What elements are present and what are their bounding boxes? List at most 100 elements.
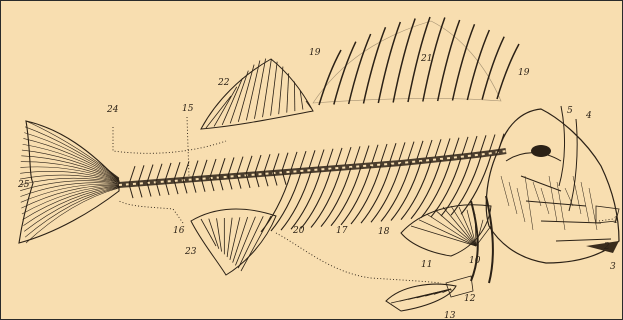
skull-hatch-line xyxy=(541,188,549,214)
soft-dorsal-ray xyxy=(287,73,289,112)
dorsal-spine xyxy=(334,42,356,105)
neural-spine xyxy=(480,135,486,153)
callout-21: 21 xyxy=(420,54,432,64)
skull-hatch-line xyxy=(509,182,517,214)
dorsal-spine xyxy=(364,27,386,103)
skull xyxy=(486,106,619,263)
tail-fin-ray xyxy=(24,187,119,231)
callout-10: 10 xyxy=(469,256,481,266)
neural-spine xyxy=(273,153,279,171)
callout-19-top: 19 xyxy=(309,48,321,58)
tail-fin-ray xyxy=(26,188,119,243)
callout-20: 20 xyxy=(292,226,305,236)
vertebral-column xyxy=(119,134,506,198)
neural-spine xyxy=(336,148,342,166)
callout-labels: 1 2 3 4 5 10 11 12 13 15 16 17 18 19 19 … xyxy=(17,48,619,319)
skull-hatch-line xyxy=(549,176,557,222)
neural-spine xyxy=(345,147,351,165)
neural-spine xyxy=(201,160,207,178)
neural-spine xyxy=(444,138,450,156)
neural-spine xyxy=(363,146,369,164)
callout-12: 12 xyxy=(464,294,476,304)
dorsal-spine xyxy=(378,22,400,103)
tail-fin-ray xyxy=(25,188,119,238)
neural-spine xyxy=(435,139,441,157)
anal-fin xyxy=(191,209,276,275)
callout-5: 5 xyxy=(567,106,573,116)
dorsal-spine xyxy=(349,34,371,104)
callout-24: 24 xyxy=(106,105,119,115)
leader-lines xyxy=(113,117,613,283)
pectoral-fin-ray xyxy=(427,214,476,246)
neural-spine xyxy=(471,136,477,154)
neural-spine xyxy=(354,146,360,164)
callout-25: 25 xyxy=(17,180,30,190)
neural-spine xyxy=(426,140,432,158)
callout-23: 23 xyxy=(184,247,197,257)
skull-hatch-line xyxy=(573,176,581,214)
neural-spine xyxy=(462,137,468,155)
neural-spine xyxy=(417,141,423,159)
neural-spine xyxy=(237,157,243,175)
neural-spine xyxy=(282,153,288,171)
soft-dorsal-fin xyxy=(201,59,313,129)
soft-dorsal-ray xyxy=(214,87,237,127)
soft-dorsal-ray xyxy=(271,62,278,116)
skull-hatch-line xyxy=(517,188,525,222)
callout-11: 11 xyxy=(421,260,432,270)
skull-hatch-line xyxy=(525,176,533,230)
callout-17: 17 xyxy=(336,226,348,236)
soft-dorsal-ray xyxy=(306,101,311,108)
pelvic-fin xyxy=(386,284,456,311)
tail-fin-ray xyxy=(20,183,119,197)
callout-16: 16 xyxy=(173,226,185,236)
neural-spine xyxy=(228,157,234,175)
callout-3: 3 xyxy=(610,262,616,272)
neural-spine xyxy=(264,154,270,172)
callout-15: 15 xyxy=(182,104,194,114)
neural-spine xyxy=(300,151,306,169)
dorsal-spine xyxy=(319,50,341,105)
neural-spine xyxy=(246,156,252,174)
soft-dorsal-ray xyxy=(230,71,248,124)
spiny-dorsal-fin xyxy=(313,17,519,105)
anal-fin-ray xyxy=(217,218,222,251)
neural-spine xyxy=(399,142,405,160)
dorsal-spine xyxy=(453,24,475,100)
dorsal-spine xyxy=(497,44,519,99)
callout-18: 18 xyxy=(378,227,390,237)
neural-spine xyxy=(372,145,378,163)
neural-spine xyxy=(210,159,216,177)
callout-22: 22 xyxy=(217,78,230,88)
callout-1: 1 xyxy=(613,216,619,226)
caudal-fin xyxy=(19,121,119,243)
pectoral-fin-ray xyxy=(435,210,476,246)
neural-spine xyxy=(291,152,297,170)
skull-hatch-line xyxy=(581,182,589,222)
skull-hatch-line xyxy=(557,182,565,230)
neural-spine xyxy=(255,155,261,173)
neural-spine xyxy=(381,144,387,162)
neural-spine xyxy=(318,150,324,168)
dorsal-spine xyxy=(482,37,504,100)
neural-spine xyxy=(192,161,198,179)
anal-fin-ray xyxy=(227,218,232,257)
skull-hatch-line xyxy=(501,176,509,206)
neural-spine xyxy=(219,158,225,176)
neural-spine xyxy=(453,138,459,156)
skull-hatch-line xyxy=(565,188,573,206)
soft-dorsal-ray xyxy=(279,67,283,115)
callout-13: 13 xyxy=(444,311,456,319)
neural-spine xyxy=(390,143,396,161)
neural-spine xyxy=(327,149,333,167)
neural-spine xyxy=(408,142,414,160)
callout-19-right: 19 xyxy=(518,68,530,78)
pectoral-fin-ray xyxy=(411,226,476,246)
callout-2: 2 xyxy=(603,242,610,252)
soft-dorsal-ray xyxy=(206,96,231,128)
callout-4: 4 xyxy=(585,111,592,121)
dorsal-spine xyxy=(467,30,489,100)
neural-spine xyxy=(309,150,315,168)
